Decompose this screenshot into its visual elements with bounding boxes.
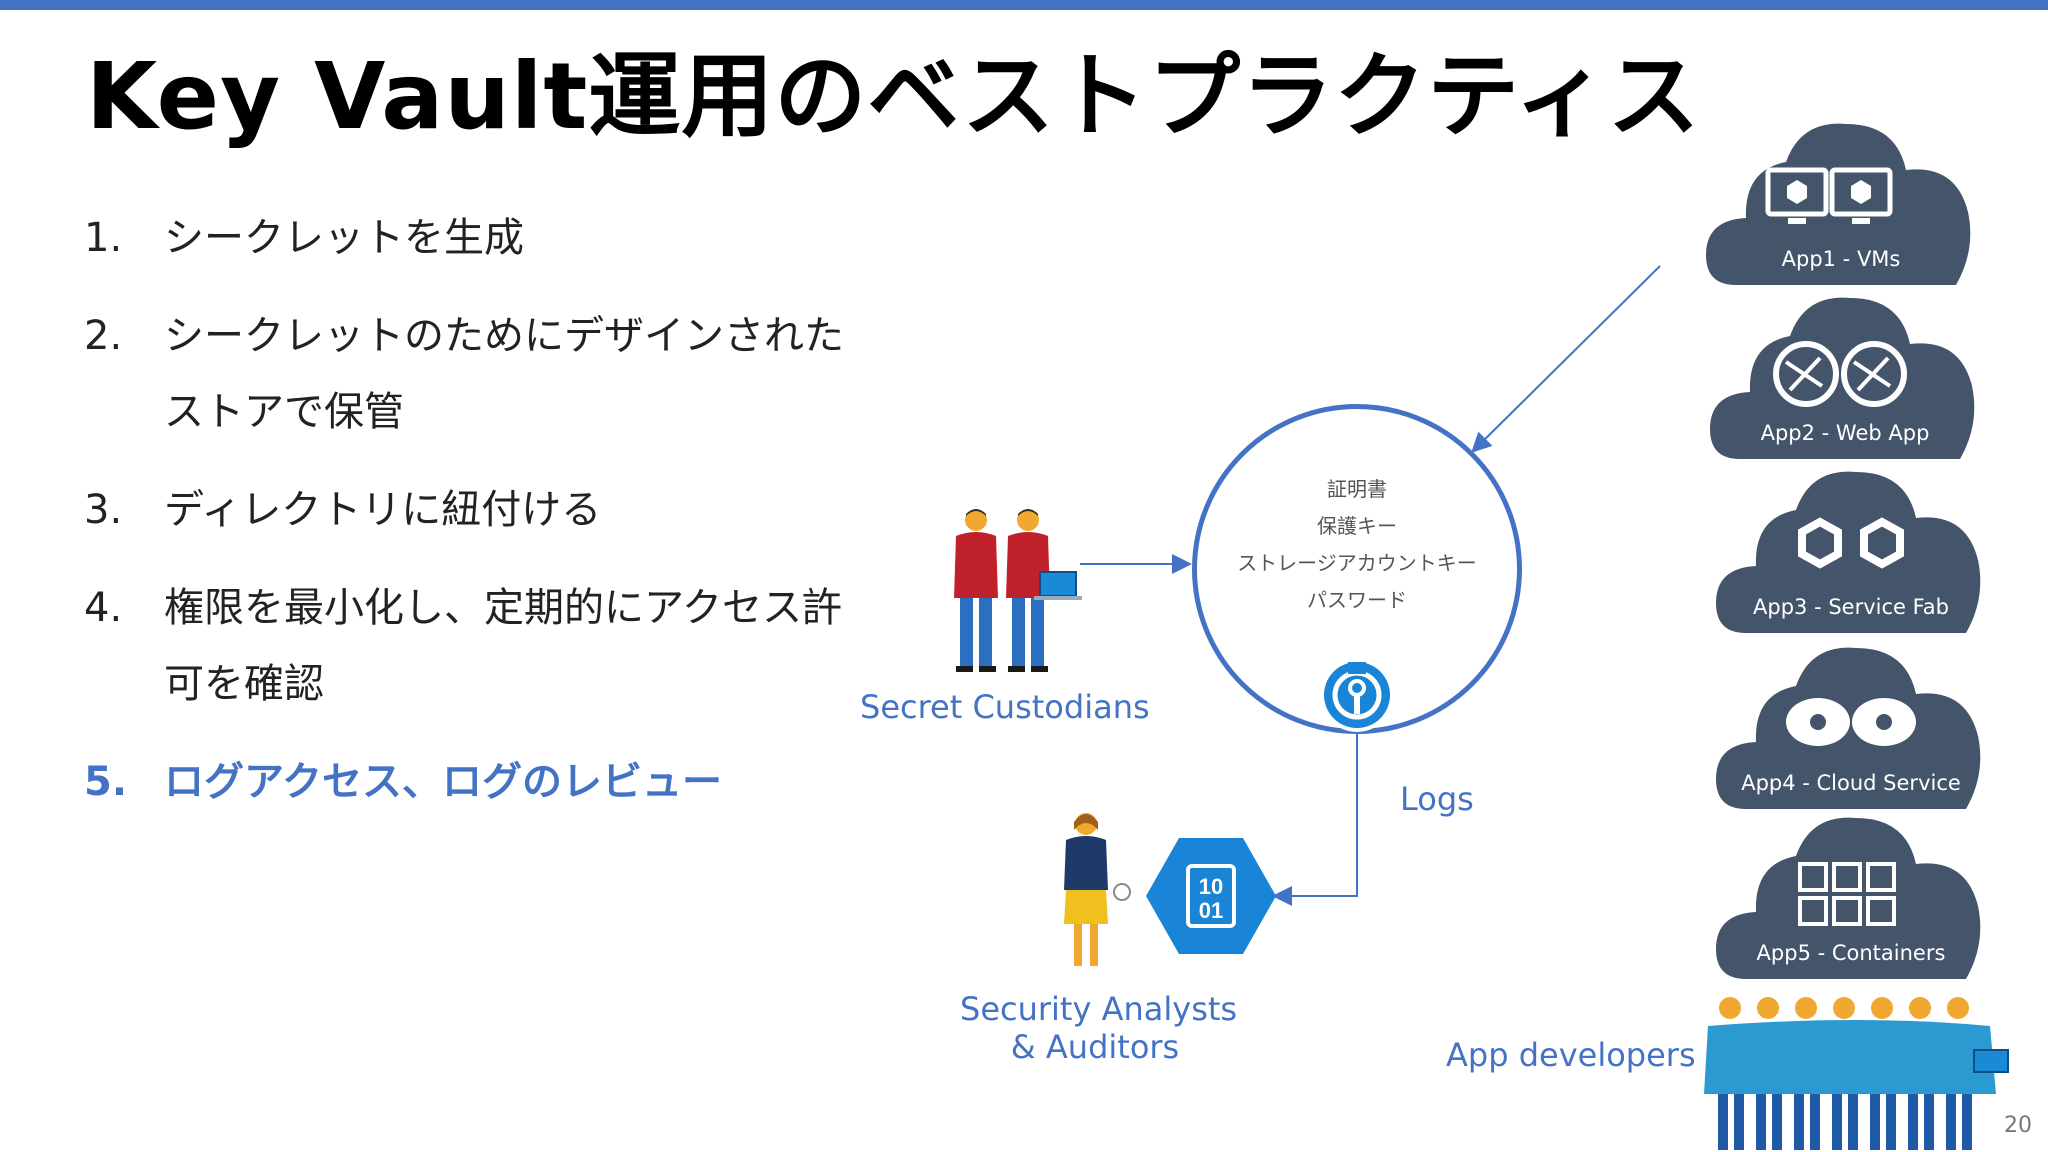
security-analysts-label: Security Analysts & Auditors: [960, 990, 1238, 1066]
app1-label: App1 - VMs: [1781, 247, 1901, 271]
analysts-line: Security Analysts: [960, 990, 1238, 1028]
slide-title: Key Vault運用のベストプラクティス: [86, 43, 1701, 150]
log-data-icon: 10 01: [1146, 838, 1276, 954]
list-number: 2.: [84, 313, 123, 359]
app-developers-label: App developers: [1446, 1036, 1696, 1074]
vault-contents: 証明書 保護キー ストレージアカウントキー パスワード: [1197, 471, 1517, 619]
service-fabric-icon: [1798, 517, 1904, 569]
secret-custodians-figures: [954, 509, 1082, 672]
app-developers-figures: [1704, 997, 2009, 1150]
list-item: 2. シークレットのためにデザインされたストアで保管: [84, 298, 864, 450]
list-number: 3.: [84, 487, 123, 533]
analysts-line: & Auditors: [1010, 1028, 1180, 1066]
list-text: ディレクトリに紐付ける: [164, 487, 602, 533]
list-number: 5.: [84, 759, 128, 805]
app4-label: App4 - Cloud Service: [1741, 771, 1961, 795]
page-number: 20: [2004, 1113, 2032, 1138]
security-analyst-figure: [1064, 813, 1131, 966]
list-text: シークレットのためにデザインされたストアで保管: [164, 313, 844, 435]
key-vault-circle: 証明書 保護キー ストレージアカウントキー パスワード: [1192, 404, 1522, 734]
web-app-icon: [1773, 341, 1907, 407]
log-icon-text: 10: [1199, 874, 1223, 899]
secret-custodians-label: Secret Custodians: [860, 688, 1150, 726]
list-text: シークレットを生成: [164, 215, 524, 261]
app3-cloud: App3 - Service Fab: [1716, 468, 1986, 633]
vm-icon: [1765, 167, 1893, 224]
app5-cloud: App5 - Containers: [1716, 814, 1986, 979]
logs-label: Logs: [1400, 780, 1474, 818]
app4-cloud: App4 - Cloud Service: [1716, 644, 1986, 809]
cloud-service-icon: [1786, 698, 1916, 746]
list-item: 3. ディレクトリに紐付ける: [84, 472, 864, 548]
key-vault-icon: [1320, 658, 1394, 732]
app1-cloud: App1 - VMs: [1706, 120, 1976, 285]
log-icon-text: 01: [1199, 898, 1223, 923]
person-icon: [954, 509, 998, 672]
list-item-active: 5. ログアクセス、ログのレビュー: [84, 744, 864, 820]
containers-icon: [1798, 862, 1896, 926]
list-text: 権限を最小化し、定期的にアクセス許可を確認: [164, 585, 842, 707]
best-practice-list: 1. シークレットを生成 2. シークレットのためにデザインされたストアで保管 …: [84, 200, 864, 842]
vault-item: ストレージアカウントキー: [1237, 551, 1477, 575]
laptop-icon: [1039, 571, 1077, 597]
laptop-icon: [1973, 1049, 2009, 1073]
app5-label: App5 - Containers: [1756, 941, 1946, 965]
vault-to-logs-arrow: [1272, 734, 1358, 906]
list-number: 4.: [84, 585, 123, 631]
apps-to-vault-arrow: [1471, 265, 1661, 453]
slide-top-bar: [0, 0, 2048, 10]
magnifier-icon: [1113, 883, 1131, 901]
vault-item: 証明書: [1327, 477, 1387, 501]
app2-label: App2 - Web App: [1760, 421, 1930, 445]
list-item: 4. 権限を最小化し、定期的にアクセス許可を確認: [84, 570, 864, 722]
list-text: ログアクセス、ログのレビュー: [164, 759, 722, 805]
app2-cloud: App2 - Web App: [1710, 294, 1980, 459]
app3-label: App3 - Service Fab: [1753, 595, 1949, 619]
list-number: 1.: [84, 215, 123, 261]
vault-item: パスワード: [1307, 588, 1407, 612]
list-item: 1. シークレットを生成: [84, 200, 864, 276]
vault-item: 保護キー: [1317, 514, 1397, 538]
